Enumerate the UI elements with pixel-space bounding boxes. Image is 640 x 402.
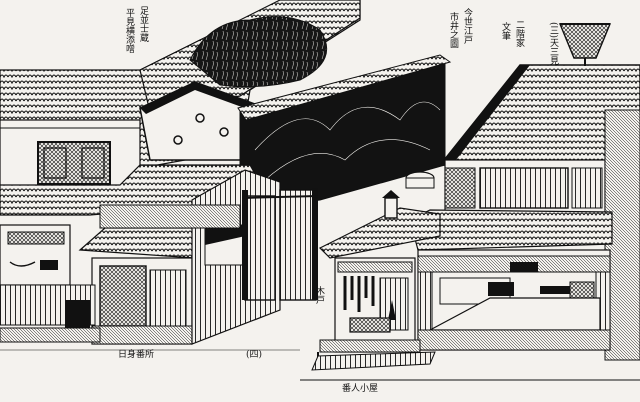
- caption-top-right-a: 二階家: [514, 20, 524, 47]
- caption-gate: 木戸: [314, 286, 324, 304]
- caption-top-center-b: 市井之圖: [448, 12, 458, 48]
- caption-top-left-a: 足並士蔵: [138, 6, 148, 42]
- caption-left-building: 日身番所: [118, 350, 155, 360]
- caption-top-right-b: 文筆: [500, 22, 510, 40]
- basket-icon: [558, 23, 612, 66]
- caption-bottom: 番人小屋: [342, 384, 379, 394]
- caption-top-right-c: (三)天三見: [548, 22, 558, 66]
- caption-panel-number: (四): [246, 350, 263, 360]
- caption-top-left-b: 平見横添噌: [124, 8, 134, 53]
- caption-top-center-a: 今世江戸: [462, 8, 472, 44]
